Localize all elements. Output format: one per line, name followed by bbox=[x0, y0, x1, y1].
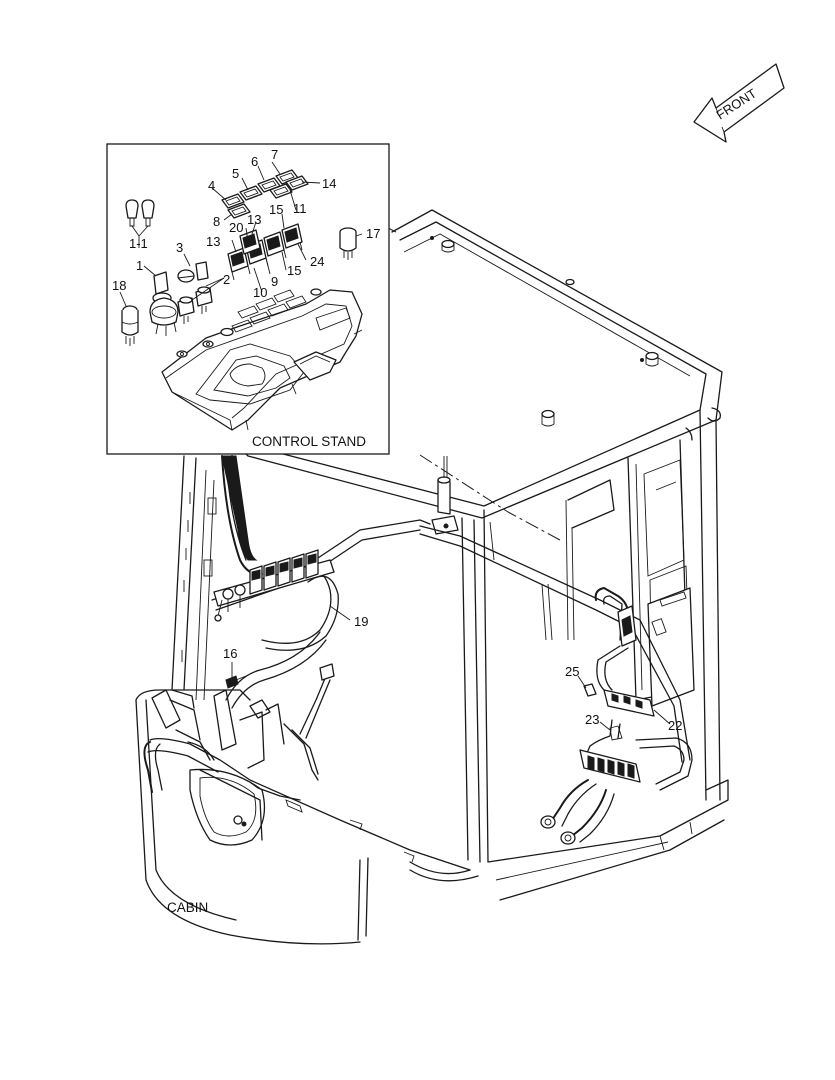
callout-17: 17 bbox=[366, 226, 380, 241]
callout-20: 20 bbox=[229, 220, 243, 235]
part-18-switch bbox=[121, 305, 139, 346]
part-17-switch bbox=[339, 227, 357, 260]
part-2-switches bbox=[177, 286, 213, 324]
part-16 bbox=[225, 675, 247, 689]
callout-23: 23 bbox=[585, 712, 599, 727]
front-console bbox=[135, 663, 479, 945]
inset-title: CONTROL STAND bbox=[252, 434, 366, 449]
callout-14: 14 bbox=[322, 176, 336, 191]
part-1-key-switch bbox=[149, 271, 179, 336]
callout-22: 22 bbox=[668, 718, 682, 733]
callout-4: 4 bbox=[208, 178, 215, 193]
callout-18: 18 bbox=[112, 278, 126, 293]
leader-lines bbox=[119, 161, 671, 731]
callout-1: 1 bbox=[136, 258, 143, 273]
callout-5: 5 bbox=[232, 166, 239, 181]
rear-harness-block bbox=[540, 587, 693, 845]
callout-13-left: 13 bbox=[206, 234, 220, 249]
rocker-switch-block bbox=[227, 223, 303, 281]
callout-2: 2 bbox=[223, 272, 230, 287]
callout-8: 8 bbox=[213, 214, 220, 229]
callout-7: 7 bbox=[271, 147, 278, 162]
callout-25: 25 bbox=[565, 664, 579, 679]
part-3-knob bbox=[177, 261, 209, 283]
part-1-1-keys bbox=[125, 199, 155, 227]
callout-1-1: 1-1 bbox=[129, 236, 148, 251]
callout-15-bottom: 15 bbox=[287, 263, 301, 278]
callout-24: 24 bbox=[310, 254, 324, 269]
callout-13-top: 13 bbox=[247, 212, 261, 227]
cabin-switch-row bbox=[213, 549, 335, 622]
switch-bezels bbox=[221, 169, 309, 219]
callout-11: 11 bbox=[293, 201, 307, 216]
callout-15-top: 15 bbox=[269, 202, 283, 217]
front-arrow: FRONT bbox=[693, 63, 785, 143]
main-harness bbox=[211, 455, 691, 763]
callout-16: 16 bbox=[223, 646, 237, 661]
control-stand-inset bbox=[106, 143, 390, 561]
callout-6: 6 bbox=[251, 154, 258, 169]
callout-3: 3 bbox=[176, 240, 183, 255]
callout-10: 10 bbox=[253, 285, 267, 300]
roof-mast bbox=[431, 456, 459, 535]
callout-19: 19 bbox=[354, 614, 368, 629]
callout-labels: 1-1 1 3 2 18 4 5 6 7 8 14 11 15 13 20 13… bbox=[112, 147, 682, 733]
cabin-assembly bbox=[135, 209, 729, 945]
callout-9: 9 bbox=[271, 274, 278, 289]
cabin-title: CABIN bbox=[167, 900, 208, 915]
